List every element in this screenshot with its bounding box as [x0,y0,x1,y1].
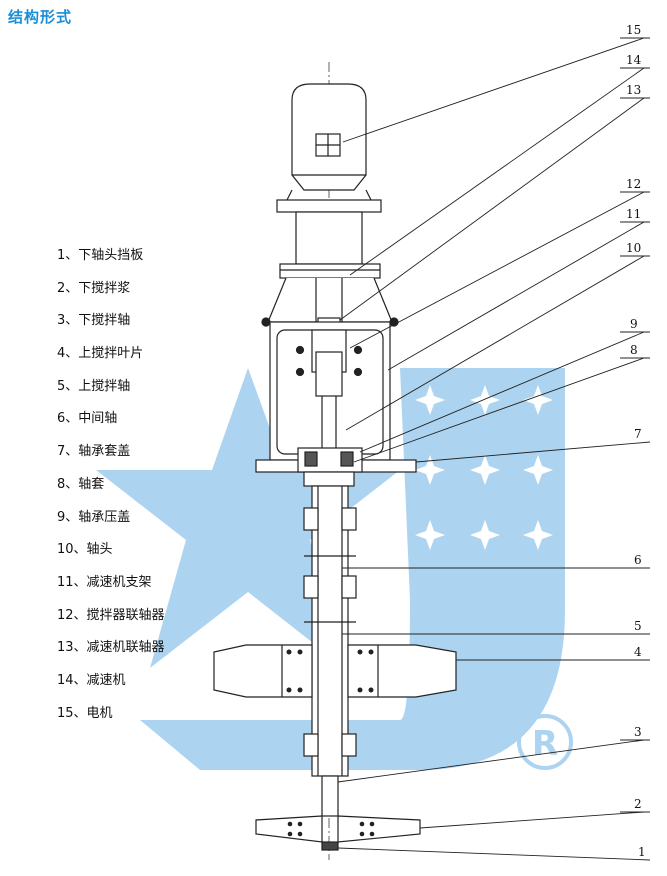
callout-6: 6 [634,553,642,567]
lower-impeller-left [255,815,323,843]
legend-item: 3、下搅拌轴 [57,313,131,329]
parts-legend: 1、下轴头挡板 2、下搅拌浆 3、下搅拌轴 4、上搅拌叶片 5、上搅拌轴 6、中… [57,246,165,736]
legend-item: 4、上搅拌叶片 [57,346,144,362]
watermark-small-stars [415,385,553,550]
callout-numbers: 15 14 13 12 11 10 9 8 7 6 5 4 3 2 1 [626,23,646,859]
support-frame [267,277,393,323]
callout-9: 9 [630,317,638,331]
callout-7: 7 [634,427,642,441]
callout-4: 4 [634,645,642,659]
legend-item: 13、减速机联轴器 [57,640,165,656]
motor-flange [276,199,382,213]
lower-shaft-end-plate [321,841,339,851]
upper-impeller-right [347,644,457,698]
legend-item: 8、轴套 [57,476,105,492]
upper-impeller-left [213,644,313,698]
registered-mark-letter: R [532,724,558,764]
callout-10: 10 [626,241,641,255]
callout-2: 2 [634,797,642,811]
reducer-flange [279,263,381,279]
leader-lines [337,37,651,861]
callout-13: 13 [626,83,641,97]
callout-11: 11 [626,207,641,221]
lower-shaft [321,775,339,817]
legend-item: 1、下轴头挡板 [57,248,144,263]
legend-item: 15、电机 [57,705,113,721]
watermark-letter-j [140,368,565,770]
callout-15: 15 [626,23,641,37]
legend-item: 10、轴头 [57,542,113,558]
callout-14: 14 [626,53,642,67]
callout-5: 5 [634,619,642,633]
legend-item: 5、上搅拌轴 [57,378,131,394]
callout-12: 12 [626,177,641,191]
machine-drawing [213,62,457,860]
legend-item: 6、中间轴 [57,411,118,427]
reducer-body [295,211,363,265]
callout-8: 8 [630,343,638,357]
legend-item: 9、轴承压盖 [57,509,131,525]
shaft-flanges [303,507,357,757]
legend-item: 12、搅拌器联轴器 [57,607,165,623]
registered-mark-circle [517,714,573,770]
legend-item: 14、减速机 [57,672,126,688]
callout-1: 1 [638,845,646,859]
callout-3: 3 [634,725,642,739]
page-title: 结构形式 [8,8,73,26]
legend-item: 2、下搅拌浆 [57,280,131,296]
legend-item: 7、轴承套盖 [57,444,131,460]
lower-impeller-right [337,815,421,843]
legend-item: 11、减速机支架 [57,574,152,590]
